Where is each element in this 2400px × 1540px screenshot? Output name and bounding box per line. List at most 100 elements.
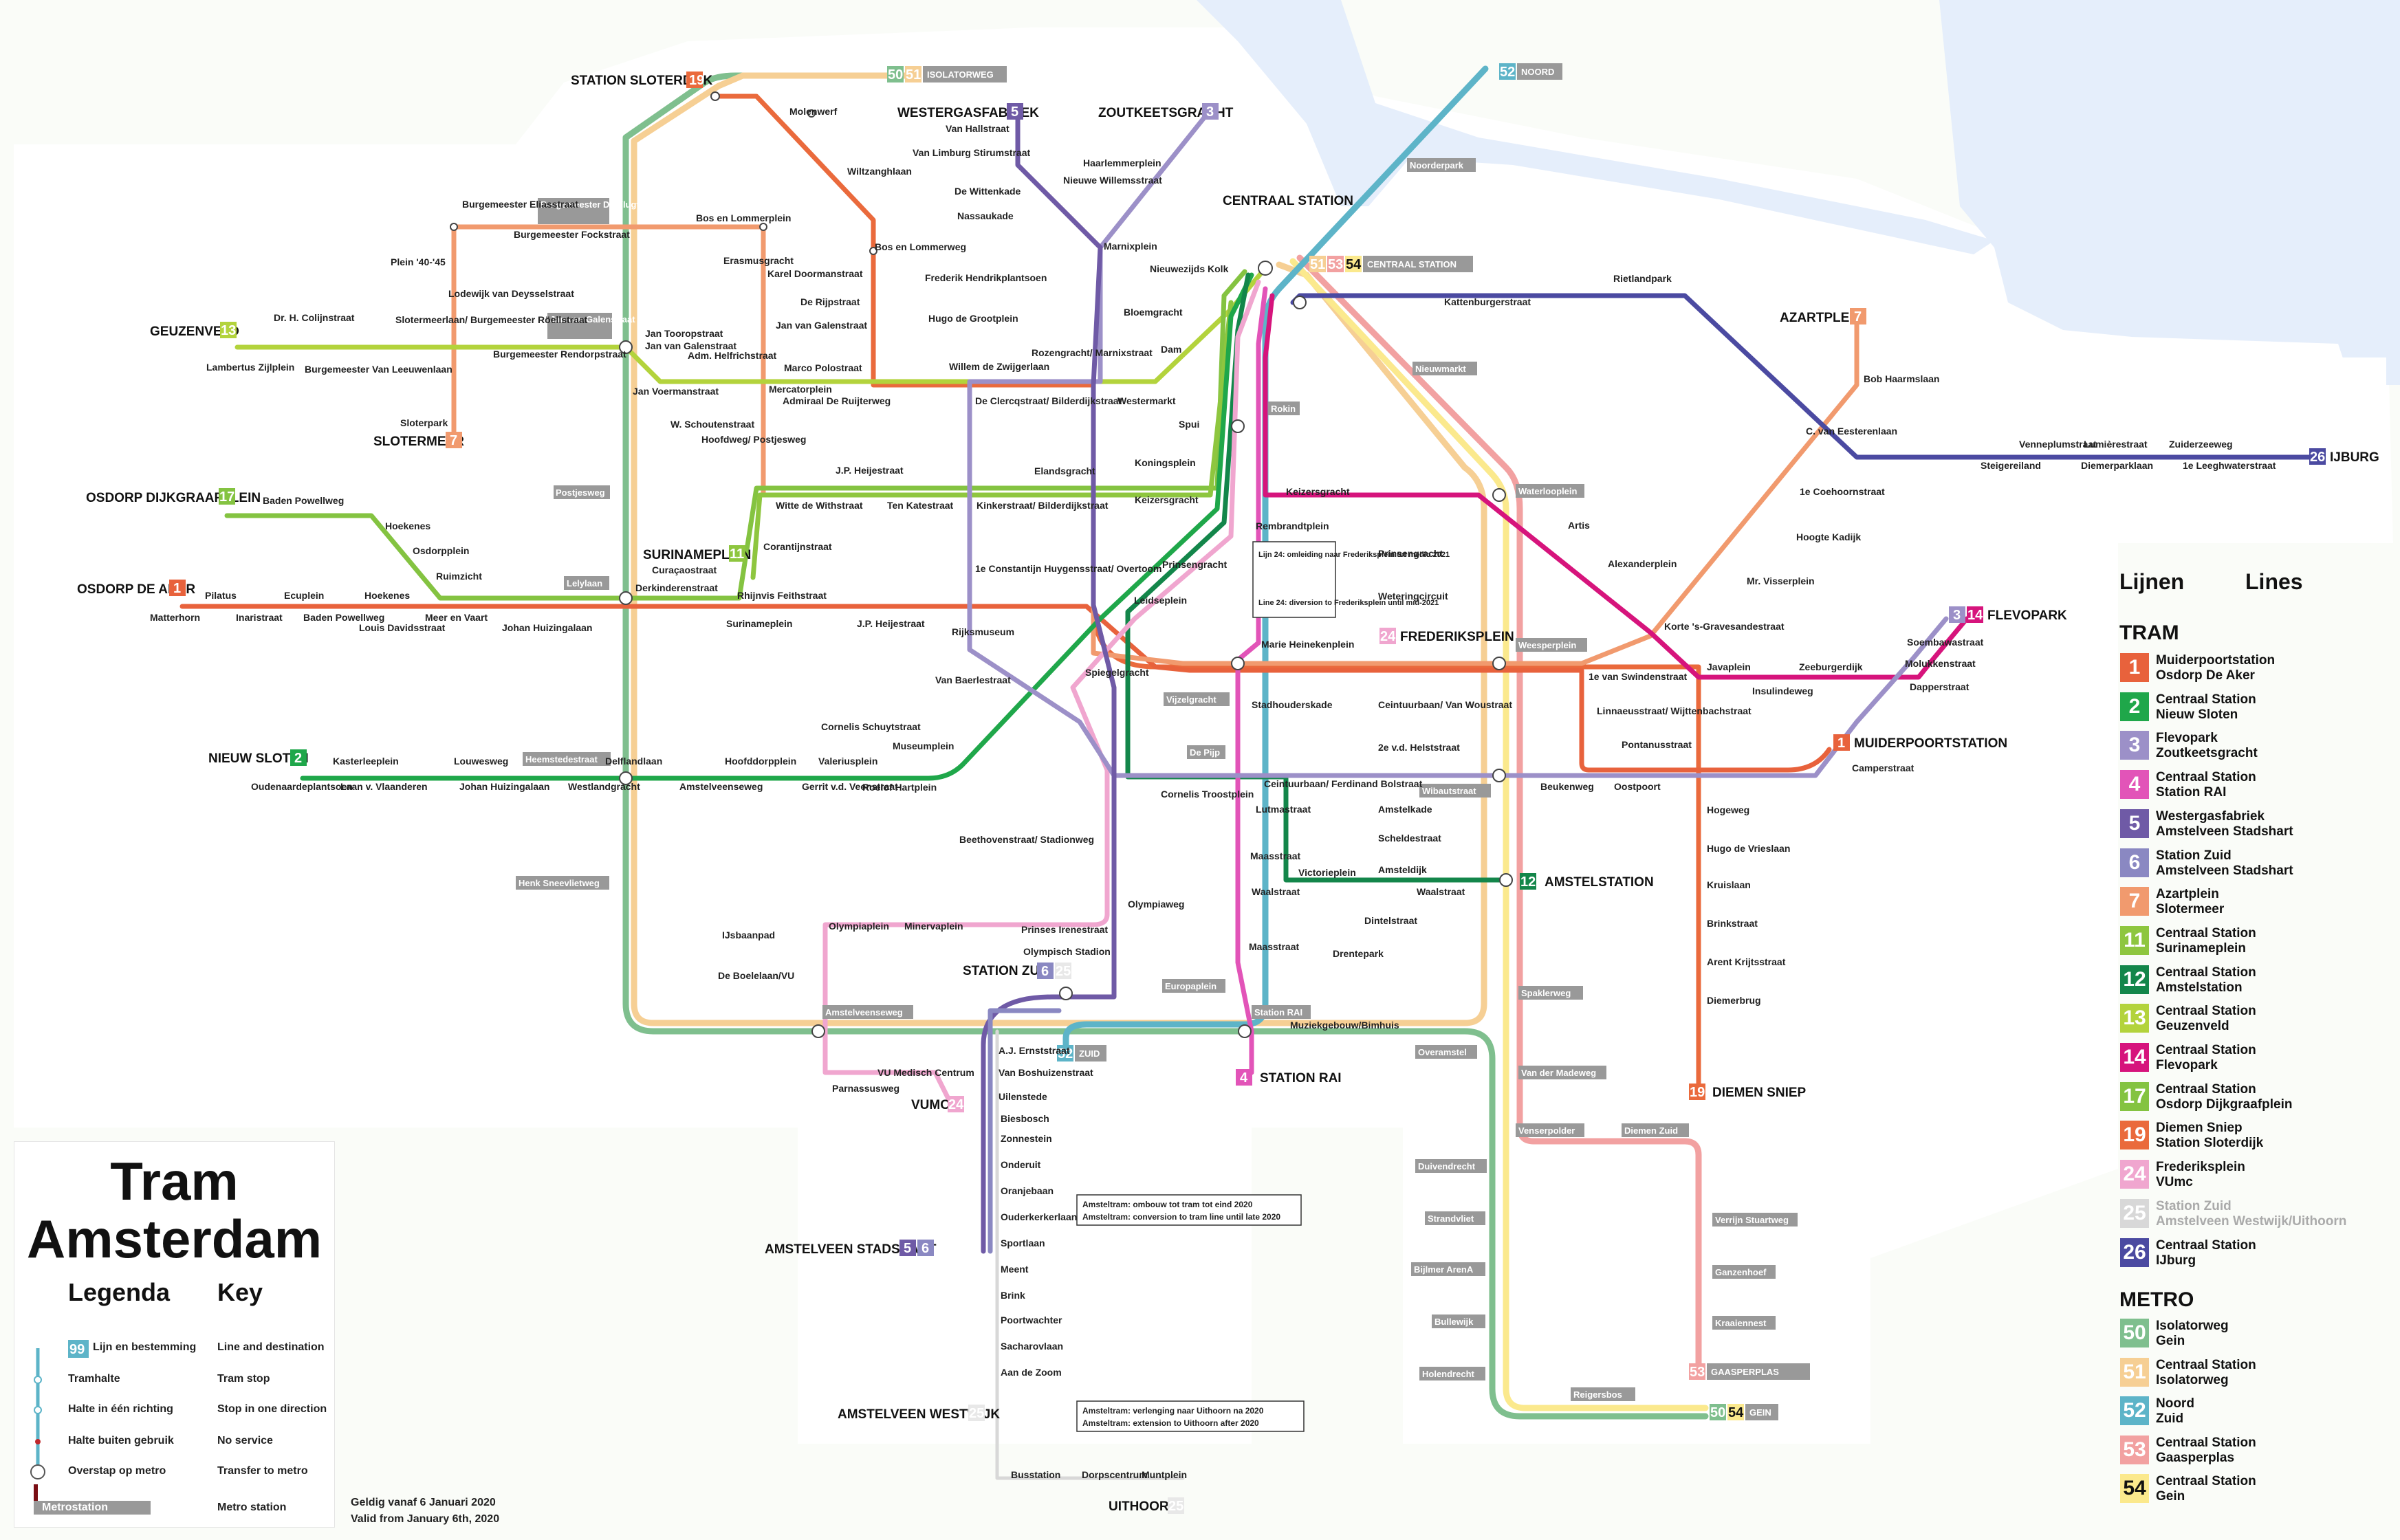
stop-dot — [450, 223, 458, 231]
station-label: Koningsplein — [1135, 457, 1196, 468]
station-label: Kinkerstraat/ Bilderdijkstraat — [977, 500, 1109, 511]
tram-line-17 — [224, 269, 1247, 601]
terminal-name: NIEUW SLOTEN — [208, 751, 309, 766]
line-badge: 52 — [2120, 1396, 2149, 1425]
station-label: Molenwerf — [789, 106, 838, 117]
station-label: Oranjebaan — [1001, 1185, 1054, 1196]
terminal-name: OSDORP DE AKER — [77, 582, 195, 597]
terminal-labels: STATION SLOTERDIJK 19 50 51 ISOLATORWEG … — [77, 63, 2379, 1514]
station-label: Scheldestraat — [1378, 833, 1441, 844]
station-label: Marco Polostraat — [784, 362, 862, 373]
line-badge: 7 — [2120, 887, 2149, 916]
line-badge: 50 — [1710, 1405, 1725, 1420]
station-label: Ruimzicht — [436, 571, 482, 582]
city-land — [14, 28, 2393, 1444]
metro-station-label: Reigersbos — [1573, 1389, 1622, 1400]
line-badge: 7 — [1854, 309, 1862, 324]
metro-station-label: Amstelveenseweg — [825, 1007, 903, 1018]
station-label: Dorpscentrum — [1082, 1469, 1148, 1480]
line-badge: 13 — [221, 323, 236, 338]
line-badge: 25 — [1056, 964, 1071, 979]
terminal-name: CENTRAAL STATION — [1367, 259, 1457, 270]
station-label: Plein '40-'45 — [391, 256, 446, 267]
station-label: Laan v. Vlaanderen — [340, 781, 428, 792]
station-label: Dintelstraat — [1364, 915, 1417, 926]
station-label: Zuiderzeeweg — [2169, 439, 2233, 450]
tram-heading: TRAM — [2119, 622, 2179, 644]
station-label: Haarlemmerplein — [1083, 157, 1161, 168]
note-amsteltram-extension-nl: Amsteltram: verlenging naar Uithoorn na … — [1082, 1406, 1264, 1416]
terminal-name: GEIN — [1749, 1407, 1771, 1418]
station-label: Waalstraat — [1417, 886, 1465, 897]
station-label: Oostpoort — [1614, 781, 1661, 792]
station-label: Hogeweg — [1707, 804, 1749, 815]
station-label: 1e Leeghwaterstraat — [2183, 460, 2276, 471]
station-label: Ouderkerkerlaan — [1001, 1211, 1077, 1222]
station-label: VU Medisch Centrum — [877, 1067, 974, 1078]
metro-station-label: Duivendrecht — [1418, 1161, 1476, 1172]
station-label: Hoekenes — [364, 590, 410, 601]
terminal-name: WESTERGASFABRIEK — [897, 106, 1039, 120]
station-label: Curaçaostraat — [652, 564, 717, 575]
station-label: Spui — [1179, 419, 1199, 430]
station-label: Nassaukade — [957, 210, 1014, 221]
station-label: Beukenweg — [1540, 781, 1594, 792]
key-badge: 99 — [69, 1342, 85, 1357]
station-label: Jan Voermanstraat — [633, 386, 719, 397]
line-badge: 51 — [1310, 257, 1325, 272]
station-label: Aan de Zoom — [1001, 1367, 1062, 1378]
stop-dot — [710, 91, 720, 101]
station-label: Rietlandpark — [1613, 273, 1672, 284]
terminal-name: UITHOORN — [1109, 1499, 1178, 1514]
station-label: Cornelis Schuytstraat — [821, 721, 921, 732]
terminal-name: AMSTELSTATION — [1545, 875, 1654, 890]
station-label: Sportlaan — [1001, 1238, 1045, 1248]
line-badge: 12 — [2120, 965, 2149, 994]
metro-station-label: Noorderpark — [1410, 160, 1464, 170]
line-badge: 52 — [1058, 1046, 1073, 1062]
station-label: Onderuit — [1001, 1159, 1041, 1170]
line-badge: 54 — [1728, 1405, 1744, 1420]
station-label: Victorieplein — [1298, 867, 1356, 878]
station-label: Spiegelgracht — [1085, 667, 1149, 678]
station-label: 1e Coehoornstraat — [1800, 486, 1885, 497]
terminal-name: AZARTPLEIN — [1780, 311, 1862, 325]
tram-line-14 — [1263, 293, 1970, 680]
station-label: Baden Powellweg — [303, 612, 384, 623]
stop-dot — [619, 771, 633, 785]
line-badge: 24 — [1380, 629, 1396, 644]
note-amsteltram-conversion-nl: Amsteltram: ombouw tot tram tot eind 202… — [1082, 1200, 1253, 1209]
metro-station-label: Venserpolder — [1518, 1125, 1575, 1136]
metro-station-label: Station RAI — [1254, 1007, 1302, 1018]
line-badge: 19 — [1690, 1085, 1705, 1100]
station-label: Ten Katestraat — [887, 500, 954, 511]
note-amsteltram-conversion-en: Amsteltram: conversion to tram line unti… — [1082, 1212, 1280, 1222]
station-label: Weteringcircuit — [1378, 591, 1448, 602]
line-badge: 12 — [1520, 874, 1536, 890]
station-label: Korte 's-Gravesandestraat — [1664, 621, 1785, 632]
line-badge: 52 — [1500, 65, 1515, 80]
station-label: Zonnestein — [1001, 1133, 1052, 1144]
station-label: Rijksmuseum — [952, 626, 1014, 637]
metro-station-label: Verrijn Stuartweg — [1715, 1215, 1789, 1225]
station-label: Museumplein — [893, 740, 954, 751]
station-label: Ceintuurbaan/ Ferdinand Bolstraat — [1264, 778, 1423, 789]
station-label: Olympiaweg — [1128, 899, 1184, 910]
tram-line-6 — [988, 1008, 1062, 1254]
line-badge: 7 — [450, 433, 457, 448]
legend-heading-nl: Legenda — [68, 1278, 171, 1306]
stop-dot — [619, 591, 633, 605]
metro-station-tags: Burgemeester De Vlugtlaan Jan van Galens… — [516, 158, 1798, 1401]
metro-station-label: Overamstel — [1418, 1047, 1467, 1057]
line-badge: 14 — [1967, 608, 1983, 623]
key-one-direction-nl: Halte in één richting — [68, 1403, 173, 1415]
